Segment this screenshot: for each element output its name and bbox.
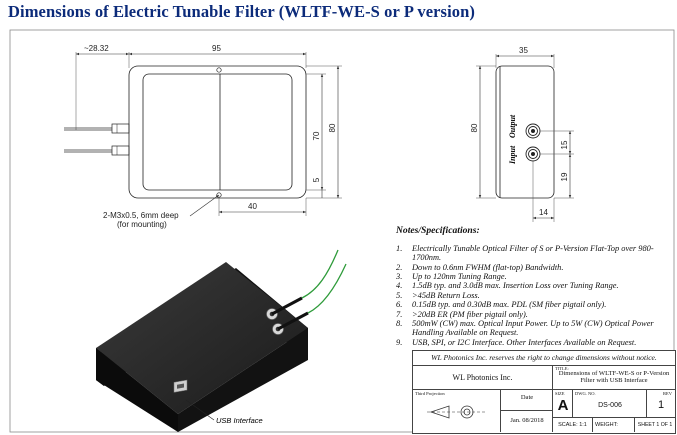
sheet-cell: SHEET 1 OF 1 bbox=[635, 418, 675, 432]
hole-note-line1: 2-M3x0.5, 6mm deep bbox=[103, 211, 179, 220]
side-view: 35 Input Output 80 15 19 bbox=[470, 46, 574, 222]
side-dim-port-spacing: 15 bbox=[560, 140, 569, 149]
dwg-label: DWG. NO. bbox=[575, 391, 596, 396]
drawing-frame bbox=[9, 29, 675, 433]
scale-cell: SCALE: 1:1 bbox=[553, 418, 593, 432]
mounting-hole-top bbox=[216, 67, 222, 73]
projection-cell: Third Projection bbox=[413, 390, 501, 432]
side-dim-width: 35 bbox=[519, 46, 528, 55]
filter-body-outline bbox=[128, 65, 307, 199]
usb-connector-icon bbox=[173, 379, 188, 393]
side-dim-height: 80 bbox=[470, 123, 479, 132]
company-name: WL Photonics Inc. bbox=[452, 373, 513, 382]
side-body-outline bbox=[495, 65, 555, 199]
usb-label: USB Interface bbox=[216, 416, 263, 425]
filter-box-top bbox=[96, 262, 308, 414]
weight-label: WEIGHT: bbox=[595, 422, 618, 428]
note-item: 9.USB, SPI, or I2C Interface. Other Inte… bbox=[396, 337, 637, 347]
input-label: Input bbox=[508, 145, 517, 165]
scale-value: SCALE: 1:1 bbox=[558, 422, 587, 428]
note-item: 5.>45dB Return Loss. bbox=[396, 290, 480, 300]
title-label: TITLE: bbox=[555, 366, 569, 371]
dim-width: 95 bbox=[212, 44, 221, 53]
size-cell: SIZE A bbox=[553, 390, 573, 418]
dim-inner-height: 70 bbox=[312, 131, 321, 140]
rev-label: REV bbox=[663, 391, 672, 396]
output-port bbox=[525, 123, 541, 139]
company-cell: WL Photonics Inc. bbox=[413, 365, 553, 390]
drawing-title-cell: TITLE: Dimensions of WLTF-WE-S or P-Vers… bbox=[553, 365, 675, 390]
notes-heading: Notes/Specifications: bbox=[396, 225, 480, 236]
filter-lid-outline bbox=[142, 73, 293, 191]
note-item: 3.Up to 120nm Tuning Range. bbox=[396, 271, 507, 281]
note-item: 2.Down to 0.6nm FWHM (flat-top) Bandwidt… bbox=[396, 262, 564, 272]
date-value: Jan. 08/2018 bbox=[510, 417, 544, 424]
projection-symbol-icon bbox=[427, 405, 487, 419]
note-item: 4.1.5dB typ. and 3.0dB max. Insertion Lo… bbox=[396, 281, 619, 291]
dwg-number: DS-006 bbox=[598, 402, 622, 409]
dim-bottom-offset: 5 bbox=[312, 177, 321, 182]
dim-hole-offset: 40 bbox=[248, 202, 257, 211]
size-label: SIZE bbox=[555, 391, 565, 396]
notes-list: 1.Electrically Tunable Optical Filter of… bbox=[396, 244, 676, 347]
weight-cell: WEIGHT: bbox=[593, 418, 635, 432]
note-item: 7.>20dB ER (PM fiber pigtail only). bbox=[396, 309, 528, 319]
title-block: WL Photonics Inc. reserves the right to … bbox=[412, 350, 676, 434]
page-title: Dimensions of Electric Tunable Filter (W… bbox=[8, 2, 475, 21]
rev-cell: REV 1 bbox=[647, 390, 675, 418]
date-label: Date bbox=[520, 394, 534, 401]
size-value: A bbox=[557, 397, 569, 414]
iso-fiber-ports bbox=[266, 249, 347, 335]
dim-overhang: ~28.32 bbox=[84, 44, 109, 53]
input-port bbox=[525, 146, 541, 162]
hole-note-line2: (for mounting) bbox=[117, 220, 167, 229]
note-item: 8.500mW (CW) max. Optical Input Power. U… bbox=[396, 318, 654, 338]
date-cell: Date Jan. 08/2018 bbox=[501, 390, 553, 432]
side-dim-port-bottom: 19 bbox=[560, 172, 569, 181]
dim-outer-height: 80 bbox=[328, 123, 337, 132]
drawing-title: Dimensions of WLTF-WE-S or P-Version Fil… bbox=[558, 370, 670, 384]
side-dim-port-offset: 14 bbox=[539, 208, 548, 217]
output-label: Output bbox=[508, 114, 517, 138]
notes-specifications: Notes/Specifications: 1.Electrically Tun… bbox=[396, 225, 676, 347]
top-view: ~28.32 95 70 80 bbox=[64, 44, 342, 229]
rev-value: 1 bbox=[657, 399, 665, 411]
note-item: 1.Electrically Tunable Optical Filter of… bbox=[396, 243, 654, 263]
fiber-pigtails bbox=[64, 123, 130, 156]
isometric-view: USB Interface bbox=[96, 249, 347, 432]
drawing-sheet: ~28.32 95 70 80 bbox=[9, 29, 675, 433]
projection-label: Third Projection bbox=[415, 391, 445, 396]
sheet-value: SHEET 1 OF 1 bbox=[637, 422, 673, 428]
note-item: 6.0.15dB typ. and 0.30dB max. PDL (SM fi… bbox=[396, 300, 607, 310]
dwg-cell: DWG. NO. DS-006 bbox=[573, 390, 647, 418]
disclaimer: WL Photonics Inc. reserves the right to … bbox=[413, 351, 675, 366]
